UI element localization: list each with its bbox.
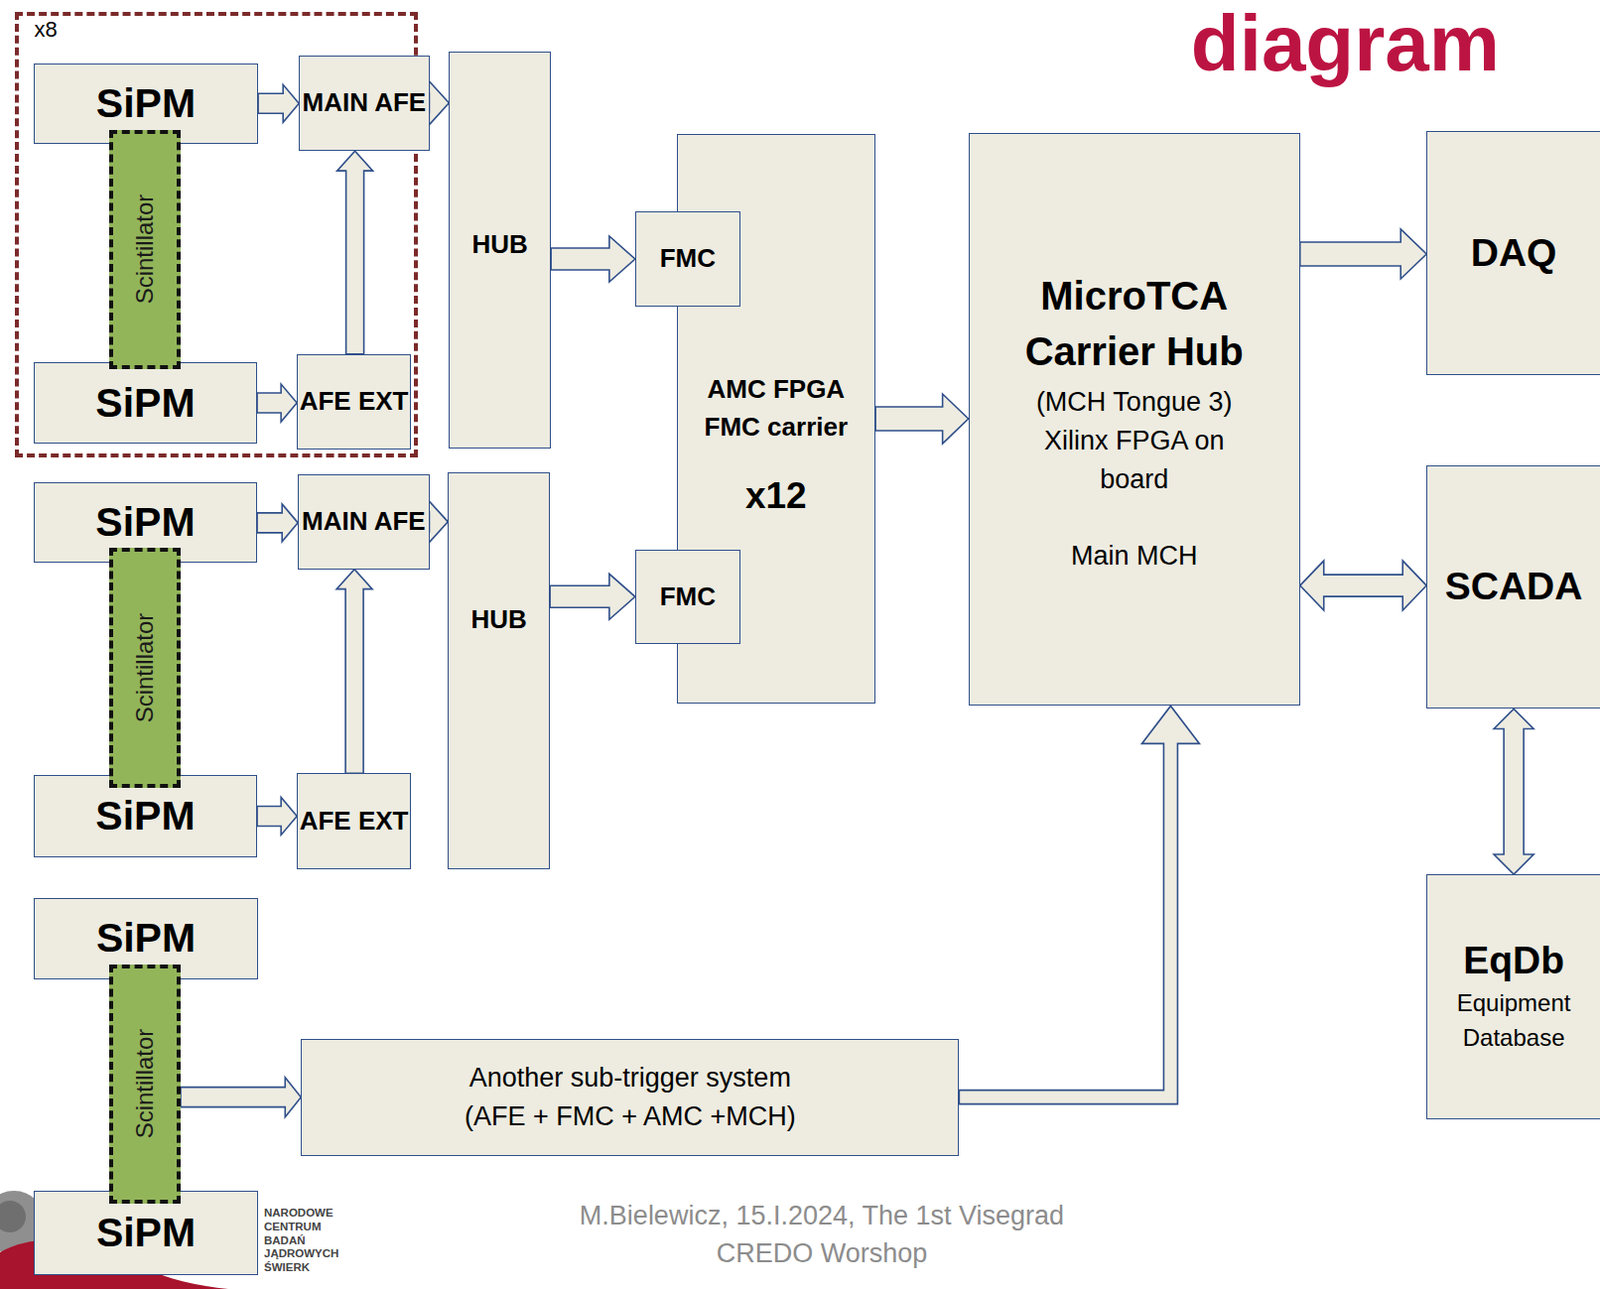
- node-label: FMC: [660, 243, 716, 274]
- afe-box: AFE EXT: [296, 773, 411, 870]
- node-label: HUB: [472, 229, 529, 261]
- node-label: MAIN AFE: [302, 84, 427, 123]
- node-label: SiPM: [95, 794, 195, 839]
- block-arrow: [1300, 560, 1427, 611]
- system-box: DAQ: [1426, 131, 1600, 377]
- module-group: x8SiPMMAIN AFEScintillatorSiPMAFE EXT: [14, 11, 418, 457]
- block-arrow: [257, 504, 298, 542]
- node-label: AMC FPGA FMC carrier: [688, 371, 863, 446]
- block-arrow: [549, 573, 636, 620]
- block-arrow: [257, 384, 297, 422]
- node-sublabel: Main MCH: [1070, 536, 1199, 576]
- node-label: DAQ: [1470, 230, 1558, 277]
- system-box: SCADA: [1426, 465, 1600, 710]
- node-label: Scintillator: [131, 613, 160, 724]
- block-arrow: [550, 236, 636, 282]
- mch-box: MicroTCA Carrier Hub(MCH Tongue 3) Xilin…: [968, 133, 1301, 707]
- afe-box: MAIN AFE: [298, 55, 429, 152]
- scintillator-bar: Scintillator: [109, 964, 181, 1205]
- block-arrow: [958, 705, 1200, 1104]
- block-arrow: [875, 394, 969, 444]
- node-label: SCADA: [1445, 563, 1584, 611]
- logo-text: NARODOWE CENTRUM BADAŃ JĄDROWYCH ŚWIERK: [264, 1206, 348, 1276]
- afe-box: AFE EXT: [296, 354, 411, 451]
- block-arrow: [257, 797, 297, 835]
- node-label: SiPM: [96, 916, 196, 961]
- block-arrow: [258, 84, 299, 123]
- afe-box: MAIN AFE: [297, 474, 429, 570]
- scintillator-bar: Scintillator: [109, 547, 181, 789]
- node-sublabel: x12: [745, 474, 807, 519]
- hub-box: HUB: [448, 51, 551, 449]
- node-label: EqDb: [1463, 937, 1565, 985]
- slide-caption: M.Bielewicz, 15.I.2024, The 1st Visegrad…: [563, 1198, 1080, 1274]
- sipm-box: SiPM: [33, 362, 258, 444]
- node-label: Another sub-trigger system (AFE + FMC + …: [446, 1059, 814, 1137]
- node-label: AFE EXT: [299, 802, 409, 841]
- block-arrow: [336, 569, 373, 775]
- hub-box: HUB: [447, 472, 550, 870]
- node-label: MicroTCA Carrier Hub: [985, 268, 1284, 379]
- node-label: SiPM: [96, 81, 196, 127]
- logo-disc-inner: [0, 1200, 26, 1233]
- node-label: Scintillator: [131, 1029, 160, 1140]
- block-arrow: [337, 150, 374, 355]
- node-sublabel: Equipment Database: [1439, 986, 1589, 1057]
- node-label: SiPM: [95, 381, 195, 426]
- node-sublabel: (MCH Tongue 3) Xilinx FPGA on board: [1020, 383, 1249, 500]
- scintillator-bar: Scintillator: [109, 130, 181, 371]
- block-arrow: [1493, 708, 1534, 875]
- block-arrow: [427, 500, 448, 544]
- node-label: SiPM: [95, 500, 195, 545]
- slide-title: diagram: [1191, 3, 1500, 84]
- database-box: EqDbEquipment Database: [1426, 874, 1600, 1120]
- node-label: Scintillator: [131, 194, 160, 305]
- node-label: AFE EXT: [299, 383, 409, 421]
- block-arrow: [180, 1077, 301, 1118]
- node-label: HUB: [471, 604, 528, 636]
- block-arrow: [1300, 229, 1427, 279]
- carrier-box: AMC FPGA FMC carrierx12FMCFMC: [676, 133, 876, 705]
- subsystem-box: Another sub-trigger system (AFE + FMC + …: [300, 1039, 959, 1157]
- node-label: SiPM: [96, 1210, 196, 1256]
- node-label: FMC: [660, 581, 716, 613]
- node-label: x8: [33, 16, 57, 43]
- node-label: MAIN AFE: [301, 503, 426, 541]
- fmc-box: FMC: [635, 549, 741, 646]
- block-arrow: [428, 81, 449, 126]
- fmc-box: FMC: [635, 211, 741, 307]
